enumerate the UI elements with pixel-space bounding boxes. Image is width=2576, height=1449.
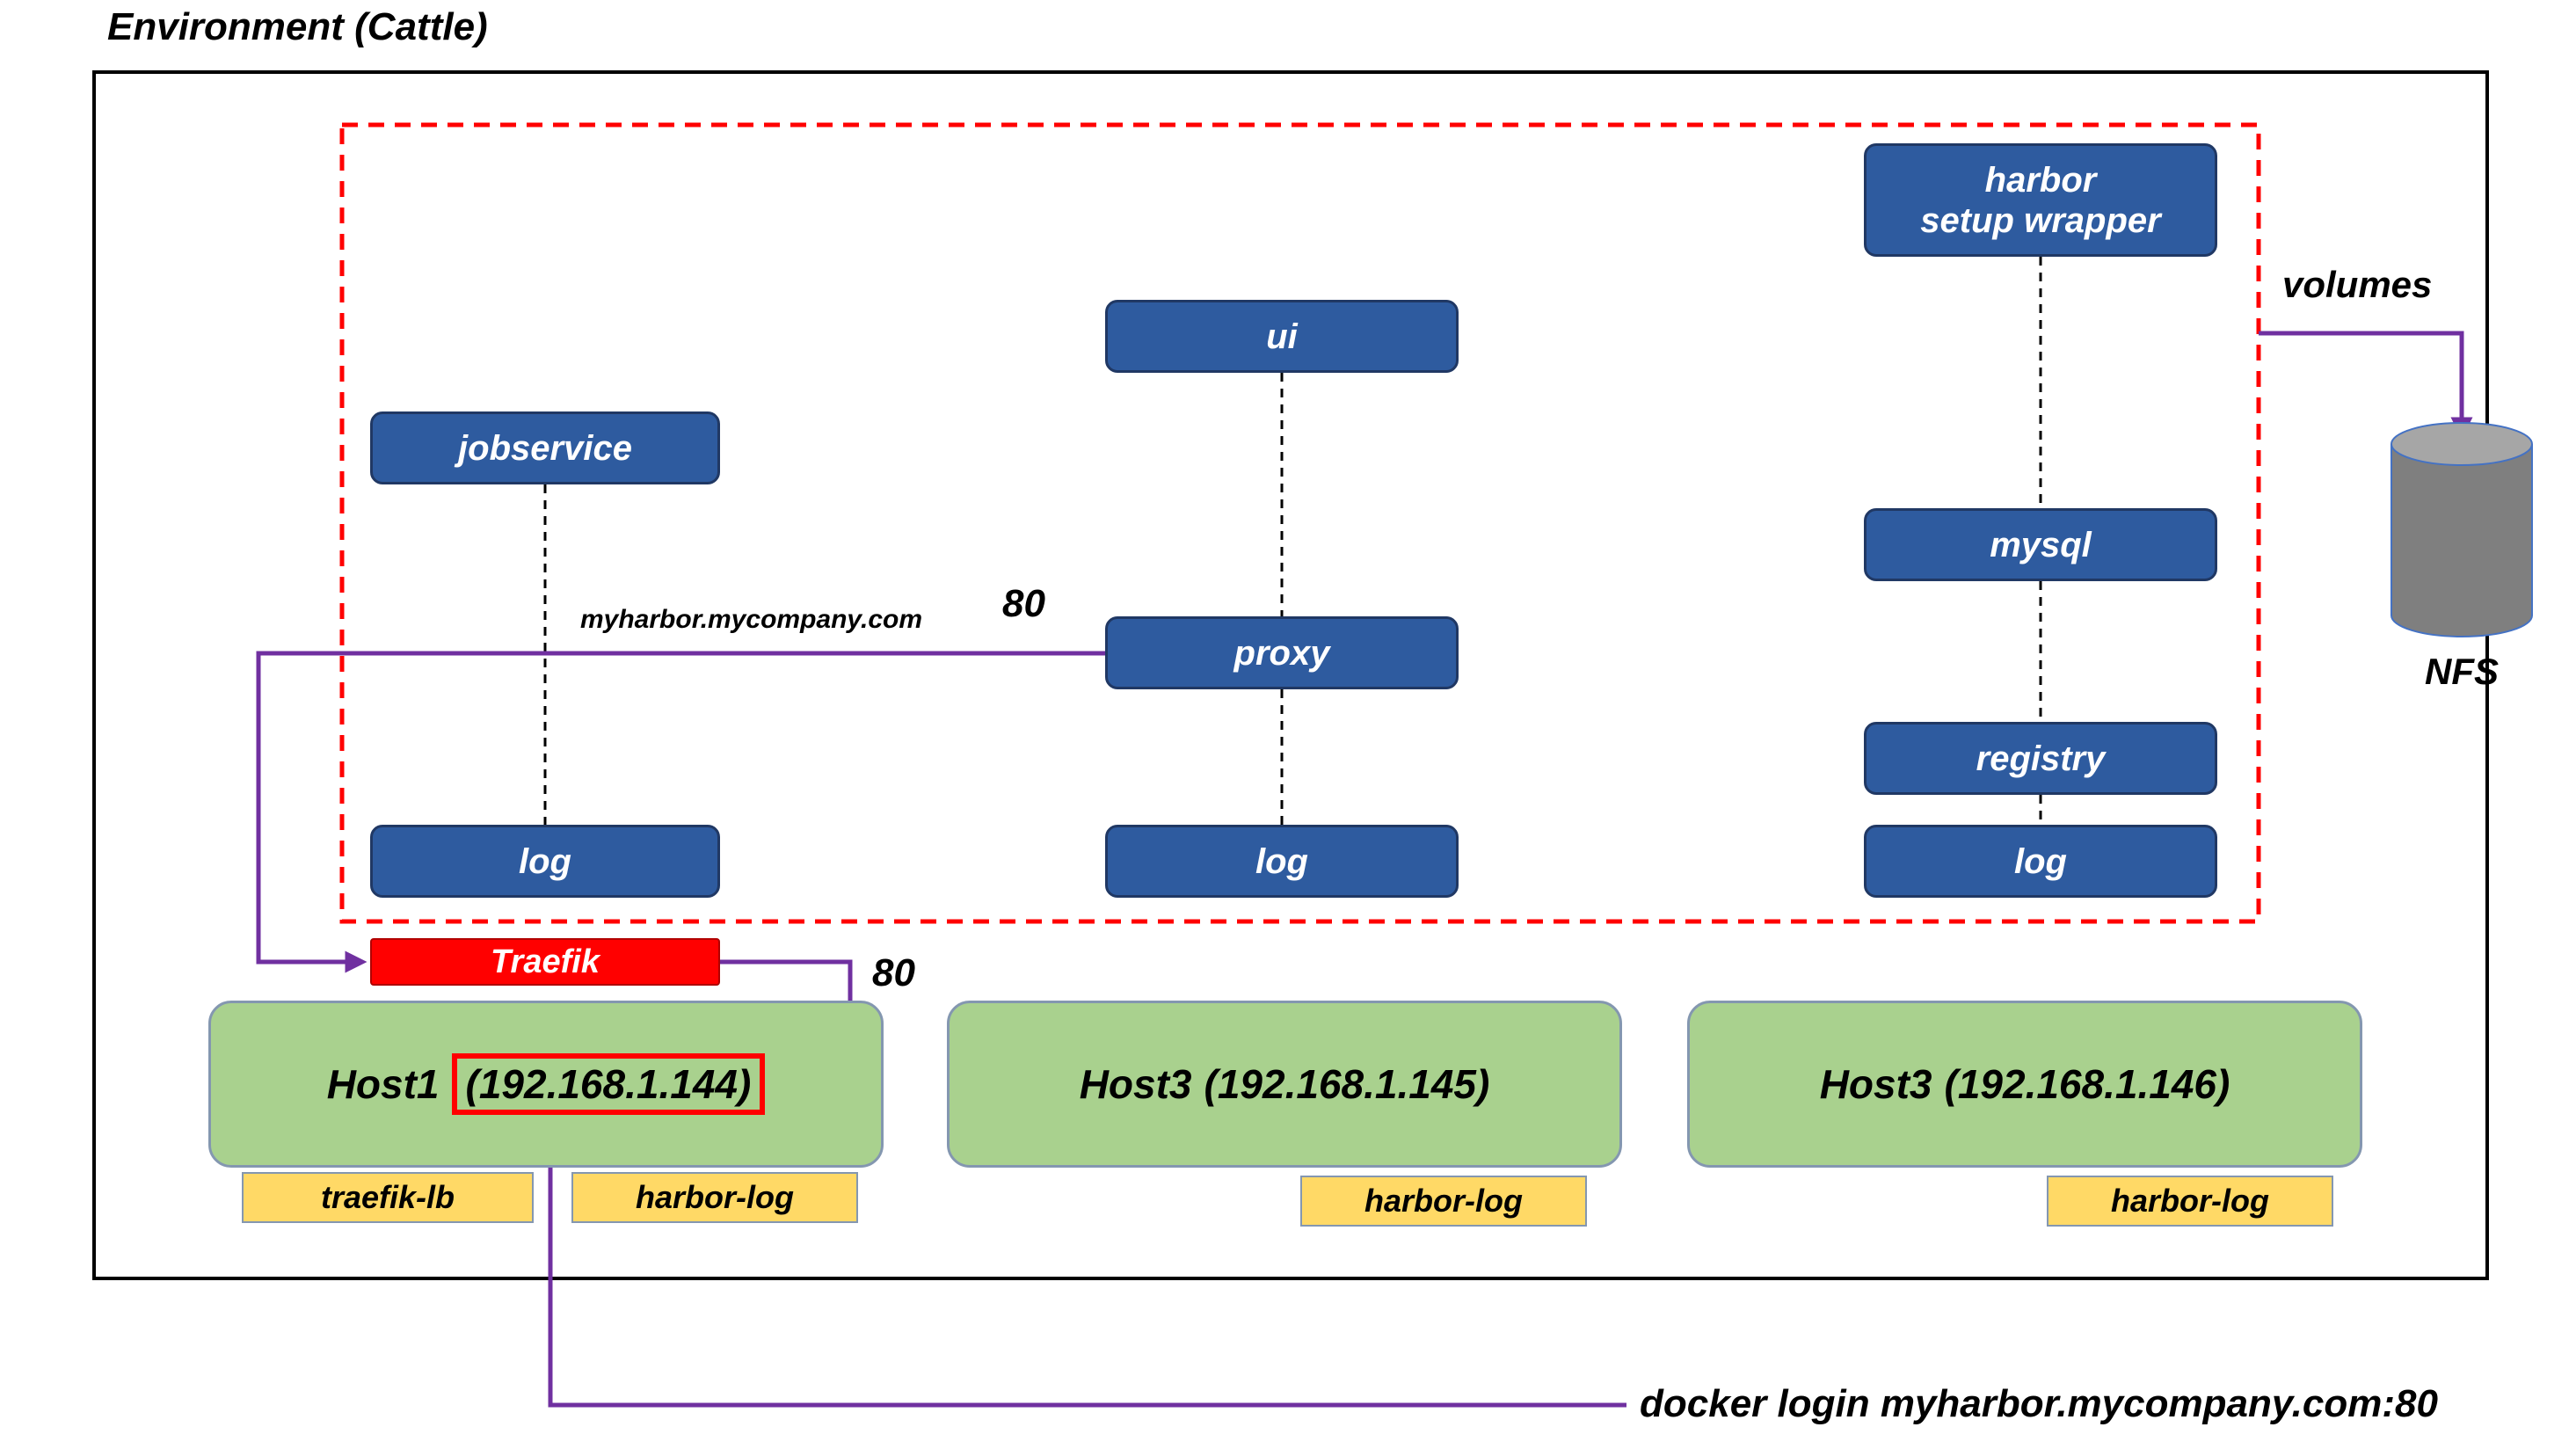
diagram-title: Environment (Cattle) [107,5,488,48]
badge-harbor-log-1: harbor-log [571,1172,858,1223]
host3-146-box: Host3 (192.168.1.146) [1687,1001,2362,1168]
node-log-left: log [370,825,720,898]
host1-name: Host1 [326,1061,440,1107]
port-80-label-top: 80 [1002,582,1045,625]
host3-145-box: Host3 (192.168.1.145) [947,1001,1622,1168]
host3-146-name: Host3 [1819,1061,1932,1107]
arrow-proxy-to-traefik [256,651,1105,973]
node-harbor-setup-wrapper-line1: harbor [1984,160,2097,200]
host3-145-ip: (192.168.1.145) [1204,1061,1490,1107]
node-jobservice: jobservice [370,411,720,484]
arrow-docker-login-to-host1 [539,1129,1626,1408]
nfs-label: NFS [2425,651,2499,692]
node-proxy: proxy [1105,616,1459,689]
host3-145-name: Host3 [1079,1061,1192,1107]
host1-ip-highlight: (192.168.1.144) [451,1053,766,1115]
host3-146-ip: (192.168.1.146) [1944,1061,2230,1107]
node-harbor-setup-wrapper: harbor setup wrapper [1864,143,2217,257]
domain-label: myharbor.mycompany.com [580,605,923,634]
stack-dashed-border [339,122,2261,924]
node-registry: registry [1864,722,2217,795]
badge-traefik-lb: traefik-lb [242,1172,534,1223]
port-80-label-right: 80 [872,951,915,994]
node-harbor-setup-wrapper-line2: setup wrapper [1920,200,2161,240]
docker-login-label: docker login myharbor.mycompany.com:80 [1640,1382,2438,1425]
host1-box: Host1 (192.168.1.144) [208,1001,884,1168]
arrow-volumes-to-nfs [2259,331,2473,440]
environment-frame [92,70,2489,1280]
traefik-box: Traefik [370,938,720,986]
node-log-middle: log [1105,825,1459,898]
badge-harbor-log-2: harbor-log [1300,1176,1587,1227]
node-mysql: mysql [1864,508,2217,581]
volumes-label: volumes [2282,264,2433,305]
nfs-cylinder [2390,422,2533,637]
node-ui: ui [1105,300,1459,373]
badge-harbor-log-3: harbor-log [2047,1176,2333,1227]
node-log-right: log [1864,825,2217,898]
